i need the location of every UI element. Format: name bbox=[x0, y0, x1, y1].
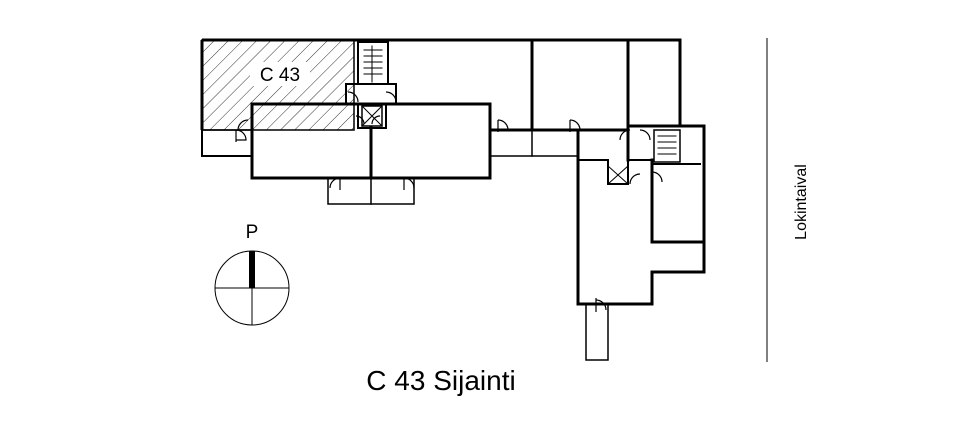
street-label: Lokintaival bbox=[793, 164, 810, 240]
north-arrow: P bbox=[214, 222, 290, 326]
room-label: C 43 bbox=[260, 65, 300, 86]
page-caption: C 43 Sijainti bbox=[366, 365, 515, 396]
north-label: P bbox=[246, 222, 259, 243]
building-walls bbox=[201, 38, 706, 361]
room-c43[interactable]: C 43 bbox=[200, 38, 355, 131]
doors bbox=[235, 91, 663, 312]
